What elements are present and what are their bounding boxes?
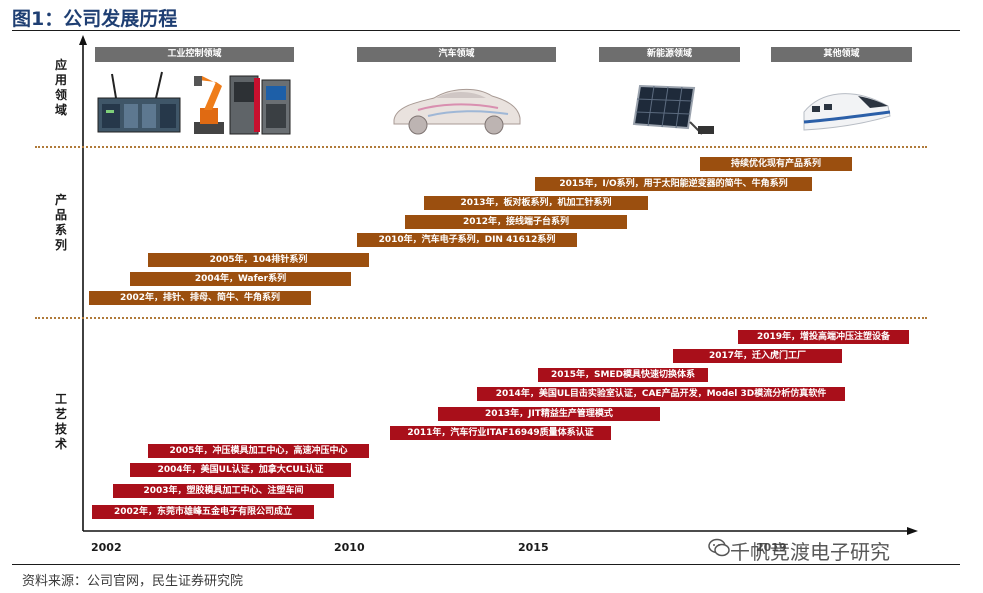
product-bar: 2004年，Wafer系列 <box>130 272 351 286</box>
process-bar: 2014年，美国UL目击实验室认证，CAE产品开发，Model 3D模流分析仿真… <box>477 387 845 401</box>
product-bar: 2013年，板对板系列，机加工针系列 <box>424 196 648 210</box>
year-tick-2002: 2002 <box>91 541 122 554</box>
source-note: 资料来源：公司官网，民生证券研究院 <box>22 574 244 589</box>
car-icon <box>393 89 521 135</box>
product-bar: 2012年，接线端子台系列 <box>405 215 627 229</box>
footer-rule <box>12 564 960 565</box>
process-bar: 2005年，冲压模具加工中心，高速冲压中心 <box>148 444 369 458</box>
figure-title: 图1：公司发展历程 <box>12 8 178 30</box>
process-bar: 2019年，增投高端冲压注塑设备 <box>738 330 909 344</box>
robot-arm-icon <box>194 76 224 134</box>
year-tick-2015: 2015 <box>518 541 549 554</box>
industrial-controller-icon <box>97 71 181 133</box>
x-axis-arrow <box>907 527 918 535</box>
product-bar: 2002年，排针、排母、简牛、牛角系列 <box>89 291 311 305</box>
product-bar: 2010年，汽车电子系列，DIN 41612系列 <box>357 233 577 247</box>
y-axis-arrow <box>79 35 87 45</box>
process-bar: 2003年，塑胶模具加工中心、注塑车间 <box>113 484 334 498</box>
domain-other: 其他领域 <box>771 47 912 62</box>
title-rule <box>12 30 960 31</box>
process-bar: 2015年，SMED模具快速切换体系 <box>538 368 708 382</box>
product-bar: 持续优化现有产品系列 <box>700 157 852 171</box>
watermark-text: 千帆竞渡电子研究 <box>730 540 890 564</box>
separator-products-process <box>35 317 927 319</box>
domain-new-energy: 新能源领域 <box>599 47 740 62</box>
bullet-train-icon <box>803 93 891 131</box>
process-bar: 2011年，汽车行业ITAF16949质量体系认证 <box>390 426 611 440</box>
year-tick-2010: 2010 <box>334 541 365 554</box>
solar-panel-icon <box>632 84 714 135</box>
process-bar: 2002年，东莞市雄峰五金电子有限公司成立 <box>92 505 314 519</box>
row-label-process: 工艺技术 <box>54 392 67 451</box>
process-bar: 2017年，迁入虎门工厂 <box>673 349 842 363</box>
domain-industrial-control: 工业控制领域 <box>95 47 294 62</box>
product-bar: 2005年，104排针系列 <box>148 253 369 267</box>
process-bar: 2013年，JIT精益生产管理模式 <box>438 407 660 421</box>
year-tick-2019-partial: 2019 <box>756 541 787 554</box>
separator-application-products <box>35 146 927 148</box>
servo-drive-icon <box>229 75 291 135</box>
row-label-products: 产品系列 <box>54 193 67 252</box>
process-bar: 2004年，美国UL认证，加拿大CUL认证 <box>130 463 351 477</box>
product-bar: 2015年，I/O系列，用于太阳能逆变器的简牛、牛角系列 <box>535 177 812 191</box>
domain-automotive: 汽车领域 <box>357 47 556 62</box>
wechat-icon <box>708 538 730 557</box>
row-label-application: 应用领域 <box>54 58 67 117</box>
